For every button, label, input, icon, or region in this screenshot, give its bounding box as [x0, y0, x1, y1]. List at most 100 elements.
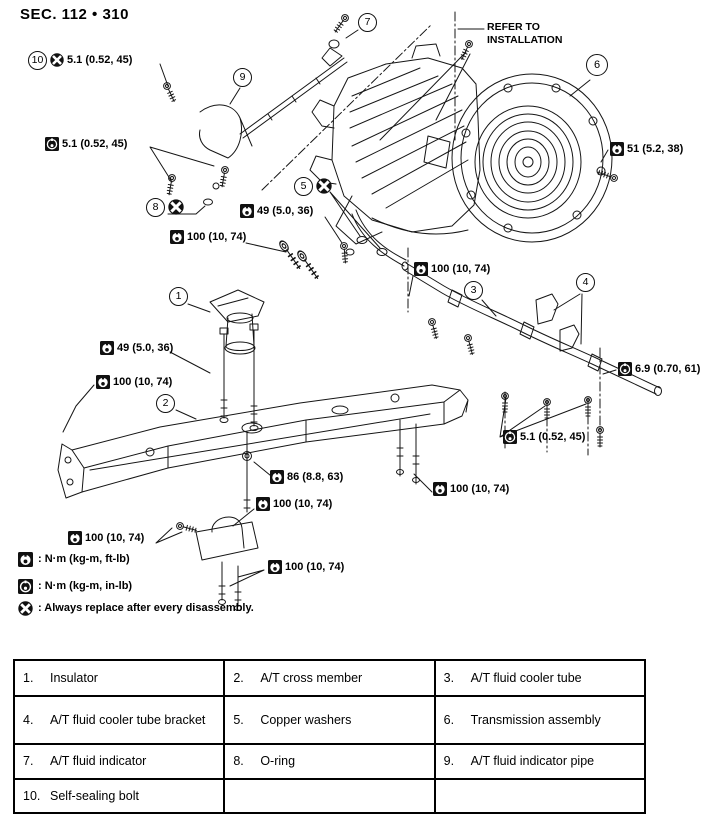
refer-to-installation-note: REFER TO INSTALLATION	[487, 21, 562, 47]
torque-ftlb-icon	[240, 204, 254, 218]
torque-value: 49 (5.0, 36)	[257, 205, 314, 217]
replace-icon	[18, 600, 33, 616]
refer-note-line2: INSTALLATION	[487, 34, 563, 46]
torque-callout: 100 (10, 74)	[268, 559, 344, 575]
parts-table-cell: 7.A/T fluid indicator	[12, 743, 226, 780]
part-name: Self-sealing bolt	[50, 788, 139, 803]
part-ref-circle: 2	[156, 393, 175, 413]
replace-icon	[50, 53, 64, 67]
torque-ftlb-icon	[256, 497, 270, 511]
parts-table-cell: 8.O-ring	[223, 743, 436, 780]
torque-callout: 51 (5.2, 38)	[610, 141, 683, 157]
part-ref-circle: 1	[169, 286, 188, 306]
part-ref: 7	[358, 12, 377, 32]
part-ref-circle: 6	[586, 54, 608, 76]
torque-inlb-icon	[18, 578, 33, 594]
part-ref-circle: 10	[28, 50, 47, 70]
torque-ftlb-icon	[68, 531, 82, 545]
torque-callout: 100 (10, 74)	[170, 229, 246, 245]
parts-table: 1. Insulator 2. A/T cross member 3. A/T fluid…	[12, 659, 647, 814]
table-row: 1. Insulator 2. A/T cross member 3. A/T fluid…	[12, 659, 647, 697]
torque-ftlb-icon	[270, 470, 284, 484]
torque-callout: 5.1 (0.52, 45)	[45, 136, 127, 152]
legend-text: : N·m (kg-m, in-lb)	[38, 580, 133, 592]
part-name: A/T fluid indicator	[50, 754, 147, 768]
part-ref-circle: 3	[464, 280, 483, 300]
parts-table-cell: 10. Self-sealing bolt	[12, 778, 226, 814]
part-ref: 3	[464, 280, 483, 300]
part-number: 1.	[23, 670, 34, 685]
part-ref: 2	[156, 393, 175, 413]
torque-value: 5.1 (0.52, 45)	[520, 431, 586, 443]
replace-icon	[168, 199, 184, 215]
refer-note-line1: REFER TO	[487, 21, 540, 33]
torque-value: 100 (10, 74)	[450, 483, 510, 495]
part-name: Copper washers	[260, 712, 352, 727]
torque-inlb-icon	[618, 362, 632, 376]
parts-table-cell	[223, 778, 436, 814]
part-ref: 9	[233, 67, 252, 87]
torque-value: 51 (5.2, 38)	[627, 143, 684, 155]
torque-value: 100 (10, 74)	[113, 376, 173, 388]
part-number: 3.	[443, 670, 455, 685]
parts-table-cell: 3. A/T fluid cooler tube	[433, 659, 647, 697]
part-number: 10.	[23, 788, 41, 803]
part-ref-circle: 5	[294, 176, 313, 196]
section-title: SEC. 112 • 310	[20, 6, 129, 23]
torque-callout: 100 (10, 74)	[68, 530, 144, 546]
table-row: 4. A/T fluid cooler tube bracket 5. Copper …	[12, 695, 647, 745]
parts-table-cell: 1. Insulator	[12, 659, 226, 697]
torque-value: 100 (10, 74)	[273, 498, 333, 510]
torque-callout: 100 (10, 74)	[96, 374, 172, 390]
torque-ftlb-icon	[170, 230, 184, 244]
torque-callout: 10 5.1 (0.52, 45)	[28, 50, 133, 70]
torque-ftlb-icon	[96, 375, 110, 389]
torque-ftlb-icon	[18, 551, 33, 567]
torque-callout: 100 (10, 74)	[414, 261, 490, 277]
part-ref-circle: 9	[233, 67, 252, 87]
torque-callout: 100 (10, 74)	[433, 481, 509, 497]
part-name: O-ring	[260, 754, 296, 768]
part-number: 4.	[23, 712, 34, 727]
part-name: A/T cross member	[260, 670, 363, 685]
torque-callout: 49 (5.0, 36)	[100, 340, 173, 356]
part-number: 2.	[233, 670, 244, 685]
part-ref: 1	[169, 286, 188, 306]
part-number: 6.	[443, 712, 455, 727]
part-number: 5.	[233, 712, 244, 727]
legend-text: : N·m (kg-m, ft-lb)	[38, 553, 130, 565]
parts-table-cell: 9.A/T fluid indicator pipe	[433, 743, 647, 780]
parts-table-cell	[433, 778, 647, 814]
table-row: 10. Self-sealing bolt	[12, 778, 647, 814]
part-ref: 8	[146, 197, 184, 217]
parts-table-cell: 6. Transmission assembly	[433, 695, 647, 745]
torque-value: 86 (8.8, 63)	[287, 471, 344, 483]
torque-value: 100 (10, 74)	[187, 231, 247, 243]
part-ref-circle: 7	[358, 12, 377, 32]
torque-value: 5.1 (0.52, 45)	[67, 54, 133, 66]
parts-table-cell: 4. A/T fluid cooler tube bracket	[12, 695, 226, 745]
legend-item: : Always replace after every disassembly…	[18, 600, 254, 616]
torque-value: 100 (10, 74)	[85, 532, 145, 544]
part-name: Transmission assembly	[470, 712, 601, 727]
part-name: A/T fluid cooler tube	[470, 670, 582, 685]
part-name: A/T fluid indicator pipe	[470, 754, 595, 768]
torque-callout: 86 (8.8, 63)	[270, 469, 343, 485]
part-ref: 5	[294, 176, 332, 196]
torque-value: 100 (10, 74)	[285, 561, 345, 573]
part-ref-circle: 8	[146, 197, 165, 217]
torque-value: 49 (5.0, 36)	[117, 342, 174, 354]
part-ref: 6	[586, 54, 608, 76]
torque-callout: 49 (5.0, 36)	[240, 203, 313, 219]
torque-value: 100 (10, 74)	[431, 263, 491, 275]
legend-text: : Always replace after every disassembly…	[38, 602, 254, 614]
part-name: A/T fluid cooler tube bracket	[50, 712, 206, 727]
part-name: Insulator	[50, 670, 98, 685]
parts-table-cell: 2. A/T cross member	[223, 659, 436, 697]
torque-ftlb-icon	[268, 560, 282, 574]
torque-ftlb-icon	[100, 341, 114, 355]
torque-callout: 6.9 (0.70, 61)	[618, 361, 700, 377]
torque-inlb-icon	[503, 430, 517, 444]
